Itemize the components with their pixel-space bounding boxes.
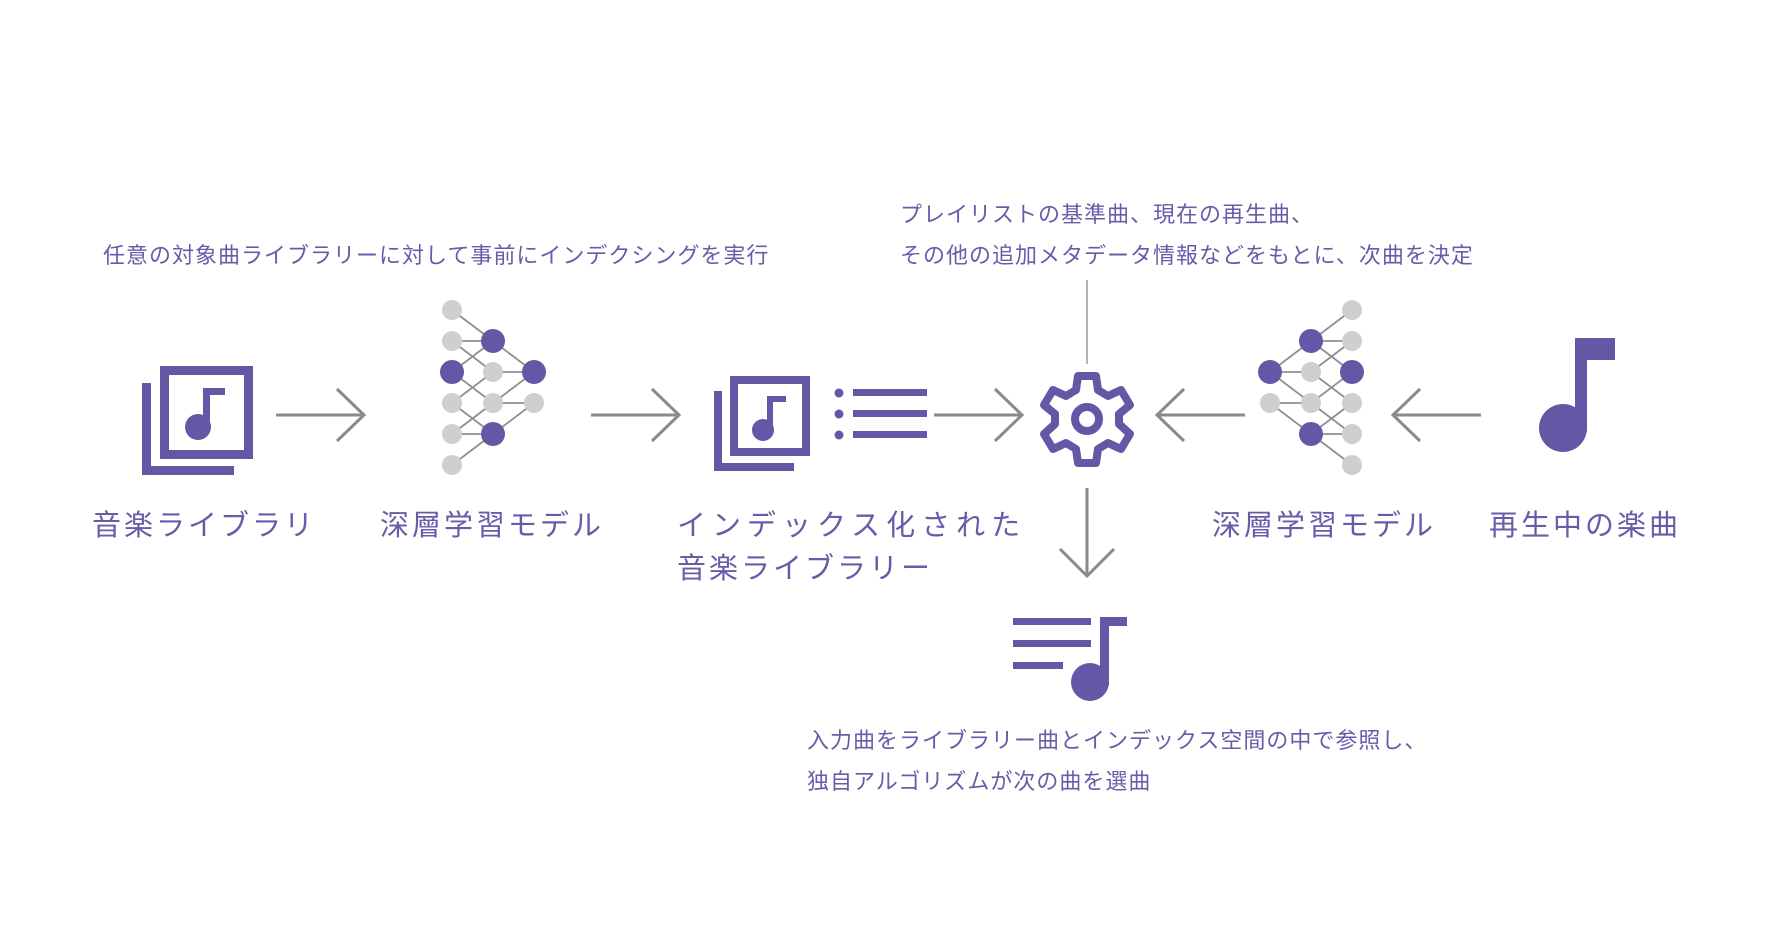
dl-model-left-label: 深層学習モデル bbox=[380, 508, 605, 542]
gear-icon bbox=[1040, 372, 1134, 467]
indexing-note: 任意の対象曲ライブラリーに対して事前にインデクシングを実行 bbox=[103, 244, 770, 269]
arrow-model-to-index bbox=[591, 387, 682, 443]
dl-model-right-label: 深層学習モデル bbox=[1212, 508, 1437, 542]
indexed-library-label-line2: 音楽ライブラリー bbox=[677, 551, 934, 585]
playlist-music-icon bbox=[1013, 617, 1127, 701]
indexed-library-icon bbox=[714, 376, 810, 471]
music-library-icon bbox=[142, 366, 253, 475]
selection-note-line2: 独自アルゴリズムが次の曲を選曲 bbox=[807, 770, 1152, 795]
arrow-engine-to-playlist bbox=[1058, 488, 1116, 579]
arrow-model-to-engine bbox=[1154, 387, 1245, 443]
music-note-icon bbox=[1539, 338, 1615, 452]
selection-note-line1: 入力曲をライブラリー曲とインデックス空間の中で参照し、 bbox=[807, 729, 1428, 754]
arrow-index-to-engine bbox=[934, 387, 1025, 443]
now-playing-label: 再生中の楽曲 bbox=[1489, 508, 1682, 542]
arrow-library-to-model bbox=[276, 387, 367, 443]
neural-network-icon bbox=[440, 300, 546, 475]
decision-note-line1: プレイリストの基準曲、現在の再生曲、 bbox=[900, 203, 1315, 228]
arrow-song-to-model bbox=[1390, 387, 1481, 443]
decision-note-line2: その他の追加メタデータ情報などをもとに、次曲を決定 bbox=[900, 244, 1474, 269]
music-library-label: 音楽ライブラリ bbox=[92, 508, 317, 542]
neural-network-icon-right bbox=[1258, 300, 1364, 475]
list-icon bbox=[834, 388, 927, 440]
indexed-library-label-line1: インデックス化された bbox=[677, 508, 1027, 542]
